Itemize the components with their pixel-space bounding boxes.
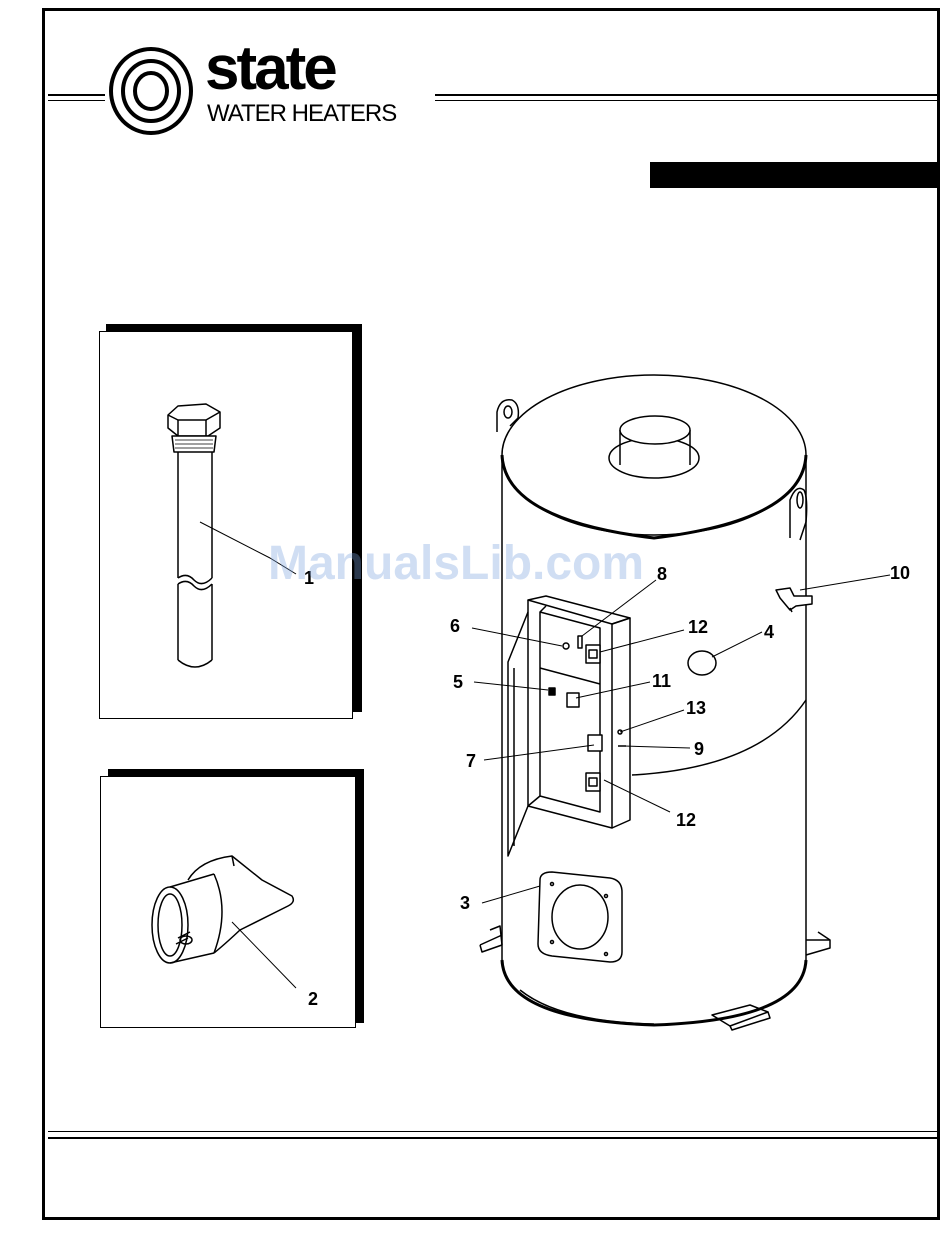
callout-4: 4 (764, 622, 774, 642)
burner-drawing (152, 856, 293, 963)
water-heater-tank (480, 375, 830, 1030)
callout-7: 7 (466, 751, 476, 771)
callout-6: 6 (450, 616, 460, 636)
anode-rod-drawing (168, 404, 220, 667)
callout-8: 8 (657, 564, 667, 584)
callout-13: 13 (686, 698, 706, 718)
callout-10: 10 (890, 563, 910, 583)
callout-12-lower: 12 (676, 810, 696, 830)
callout-11: 11 (652, 671, 671, 691)
watermark: ManualsLib.com (268, 536, 644, 591)
callout-9: 9 (694, 739, 704, 759)
callout-3: 3 (460, 893, 470, 913)
callout-2: 2 (308, 989, 318, 1009)
callout-5: 5 (453, 672, 463, 692)
callout-12-upper: 12 (688, 617, 708, 637)
